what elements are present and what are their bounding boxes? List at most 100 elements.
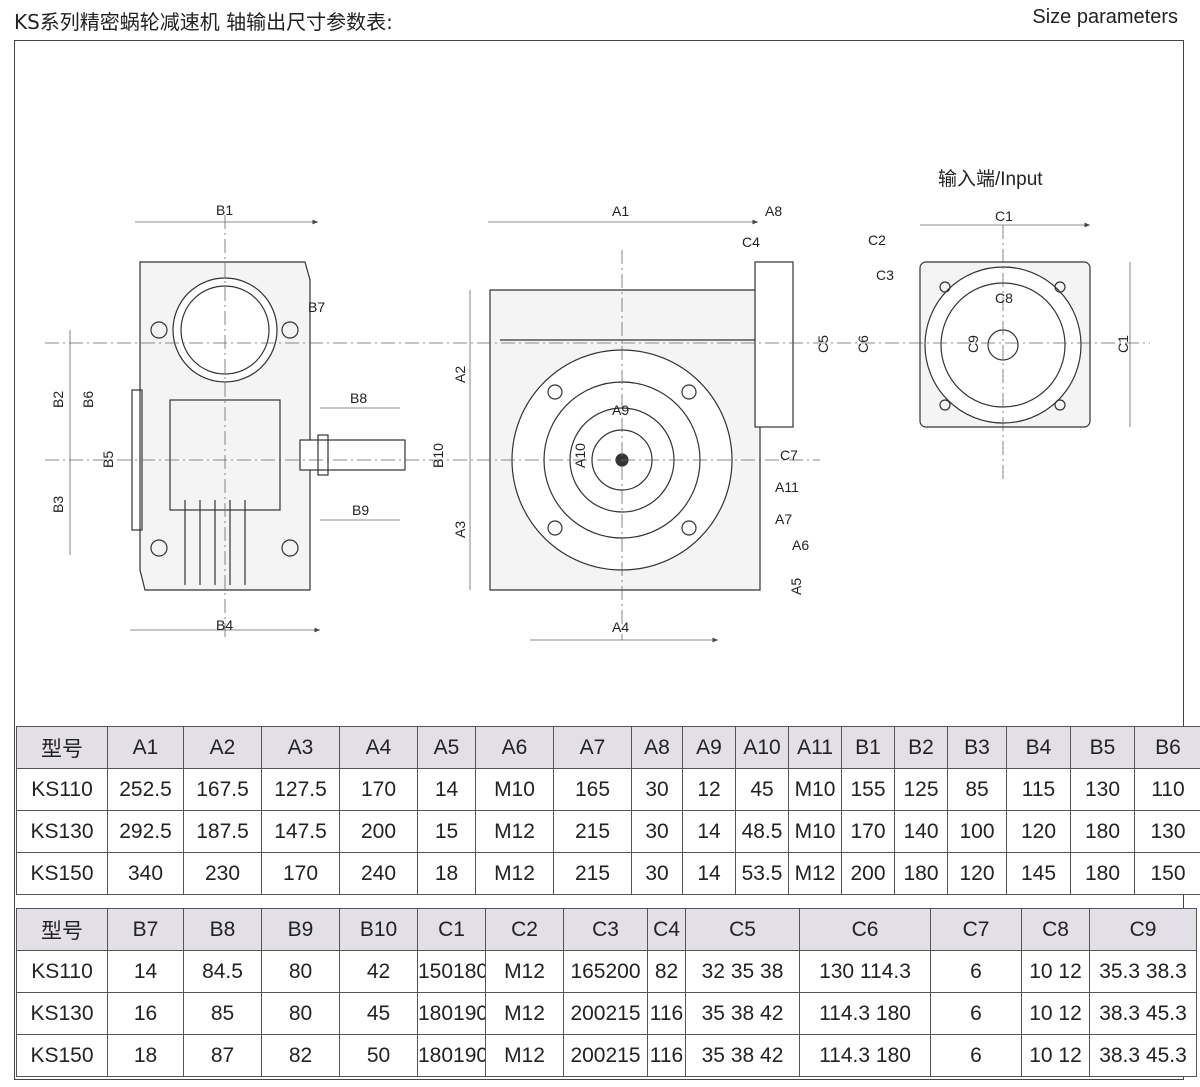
svg-text:B10: B10 [430, 443, 446, 468]
table-cell: KS110 [16, 950, 108, 993]
input-label: 输入端/Input [938, 168, 1043, 190]
page-title: KS系列精密蜗轮减速机 轴输出尺寸参数表: [14, 10, 393, 34]
svg-text:A5: A5 [788, 578, 804, 595]
table-header-cell: C4 [647, 908, 686, 951]
table-cell: 200 [339, 810, 418, 853]
table-header-cell: C9 [1089, 908, 1197, 951]
table-cell: 82 [261, 1034, 340, 1077]
table-cell: 87 [183, 1034, 262, 1077]
table-header-cell: B6 [1134, 726, 1200, 769]
table-header-cell: B10 [339, 908, 418, 951]
table-cell: 165200 [563, 950, 648, 993]
table-cell: 292.5 [107, 810, 184, 853]
table-cell: 170 [261, 852, 340, 895]
table-cell: KS130 [16, 992, 108, 1035]
table-header-cell: 型号 [16, 726, 108, 769]
table-cell: 145 [1006, 852, 1071, 895]
table-header-cell: A8 [631, 726, 683, 769]
table-header-cell: C3 [563, 908, 648, 951]
svg-text:C1: C1 [1115, 335, 1131, 353]
table-cell: 130 [1134, 810, 1200, 853]
table-cell: 180190 [417, 992, 486, 1035]
table-cell: 252.5 [107, 768, 184, 811]
table-cell: 42 [339, 950, 418, 993]
table-cell: 14 [682, 810, 736, 853]
table-cell: 16 [107, 992, 184, 1035]
svg-text:B8: B8 [350, 390, 367, 406]
front-view [489, 261, 794, 591]
table-cell: 167.5 [183, 768, 262, 811]
svg-text:A6: A6 [792, 537, 809, 553]
svg-text:B6: B6 [80, 391, 96, 408]
table-cell: 340 [107, 852, 184, 895]
table-cell: M10 [475, 768, 554, 811]
table-cell: 150 [1134, 852, 1200, 895]
svg-text:A9: A9 [612, 402, 629, 418]
svg-text:A7: A7 [775, 511, 792, 527]
table-cell: 215 [553, 810, 632, 853]
table-cell: 53.5 [735, 852, 789, 895]
table-cell: 165 [553, 768, 632, 811]
svg-text:A3: A3 [452, 521, 468, 538]
table-cell: 187.5 [183, 810, 262, 853]
table-cell: M12 [485, 950, 564, 993]
table-cell: M12 [788, 852, 842, 895]
svg-text:C1: C1 [995, 208, 1013, 224]
table-cell: 114.3 180 [799, 1034, 931, 1077]
table-header-cell: B9 [261, 908, 340, 951]
table-header-cell: A2 [183, 726, 262, 769]
table-cell: 200215 [563, 1034, 648, 1077]
table-cell: 30 [631, 768, 683, 811]
table-cell: 85 [183, 992, 262, 1035]
table-cell: 150180 [417, 950, 486, 993]
table-cell: 6 [930, 992, 1022, 1035]
table-header-cell: C2 [485, 908, 564, 951]
table-cell: 6 [930, 1034, 1022, 1077]
table-cell: 180 [1070, 852, 1135, 895]
table-header-cell: A9 [682, 726, 736, 769]
table-cell: 14 [107, 950, 184, 993]
input-view [919, 261, 1091, 428]
table-cell: 30 [631, 810, 683, 853]
table-cell: 10 12 [1021, 950, 1090, 993]
table-cell: 130 114.3 [799, 950, 931, 993]
table-header-cell: A1 [107, 726, 184, 769]
table-cell: 147.5 [261, 810, 340, 853]
table-cell: 200215 [563, 992, 648, 1035]
table-cell: 155 [841, 768, 895, 811]
svg-text:C5: C5 [815, 335, 831, 353]
table-header-cell: A5 [417, 726, 476, 769]
table-cell: 120 [947, 852, 1007, 895]
svg-text:B3: B3 [50, 496, 66, 513]
svg-text:C8: C8 [995, 290, 1013, 306]
table-cell: 115 [1006, 768, 1071, 811]
table-cell: M12 [475, 810, 554, 853]
table-cell: 230 [183, 852, 262, 895]
table-cell: 18 [107, 1034, 184, 1077]
side-view [131, 261, 406, 591]
table-cell: 10 12 [1021, 992, 1090, 1035]
table-cell: KS150 [16, 852, 108, 895]
table-cell: 35 38 42 [685, 992, 800, 1035]
table-cell: 110 [1134, 768, 1200, 811]
table-header-cell: B2 [894, 726, 948, 769]
table-cell: 127.5 [261, 768, 340, 811]
svg-text:B9: B9 [352, 502, 369, 518]
table-header-cell: C6 [799, 908, 931, 951]
table-cell: 35.3 38.3 [1089, 950, 1197, 993]
table-cell: 10 12 [1021, 1034, 1090, 1077]
table-cell: 14 [417, 768, 476, 811]
svg-text:A2: A2 [452, 366, 468, 383]
table-header-cell: C8 [1021, 908, 1090, 951]
table-cell: 82 [647, 950, 686, 993]
table-cell: 45 [339, 992, 418, 1035]
table-cell: KS130 [16, 810, 108, 853]
table-header-cell: A10 [735, 726, 789, 769]
table-cell: 100 [947, 810, 1007, 853]
table-cell: 38.3 45.3 [1089, 1034, 1197, 1077]
svg-text:B4: B4 [216, 617, 233, 633]
